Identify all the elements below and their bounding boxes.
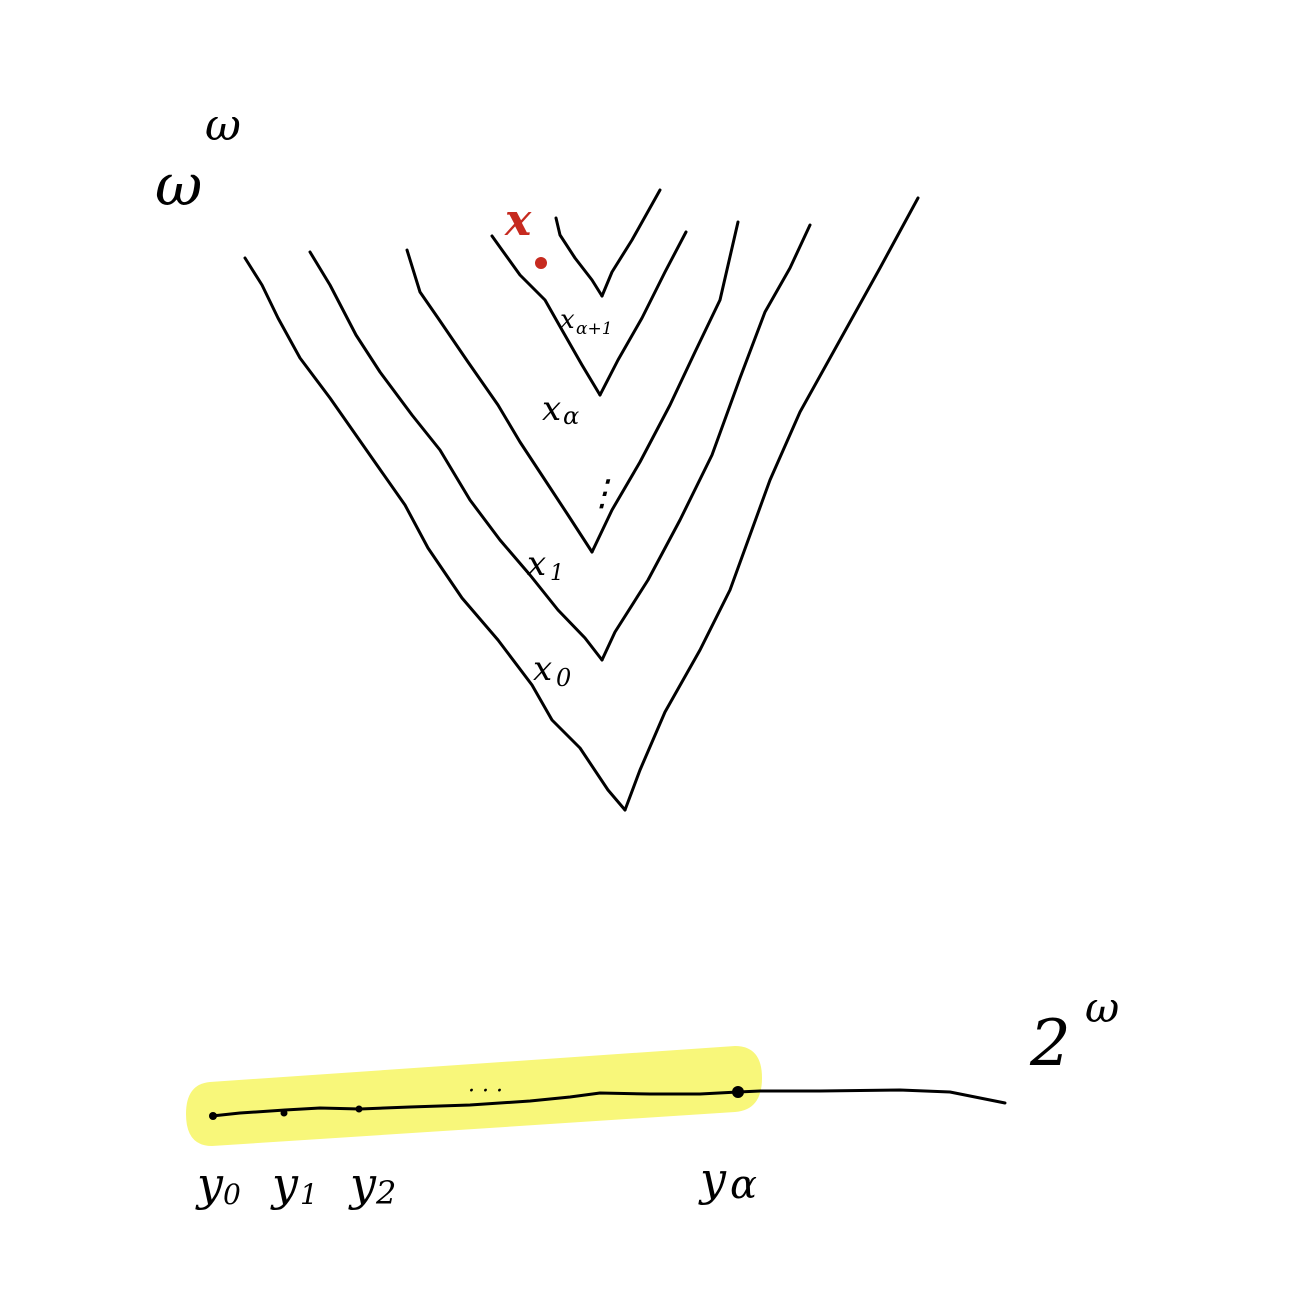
nested-cones: [243, 188, 920, 812]
label-x-0-base: x: [533, 649, 552, 689]
label-x-1: x 1: [527, 544, 564, 586]
baire-space-base: ω: [155, 151, 202, 219]
limit-point: x: [504, 195, 547, 269]
point-y2: [355, 1105, 363, 1113]
label-y-alpha: y α: [698, 1152, 757, 1208]
limit-point-label: x: [504, 195, 532, 246]
point-y-alpha: [732, 1086, 744, 1098]
label-x-1-sub: 1: [550, 561, 564, 586]
label-x-alpha-plus-1-sub: α+1: [576, 319, 613, 339]
label-y-alpha-base: y: [698, 1152, 727, 1206]
cantor-space-label: 2 ω: [1029, 983, 1119, 1081]
cone-x0-right: [600, 223, 812, 662]
label-x-0: x 0: [533, 649, 571, 692]
cone-xalpha-left: [490, 234, 602, 397]
cone-x1-left: [405, 248, 594, 554]
cantor-line: [210, 1088, 1007, 1118]
label-x-alpha-base: x: [542, 389, 561, 429]
cone-xalpha-right: [598, 230, 688, 397]
cantor-line-group: · · ·: [186, 1046, 1007, 1146]
horizontal-ellipsis: · · ·: [468, 1079, 503, 1104]
cantor-space-base: 2: [1029, 1007, 1071, 1081]
label-y-1-base: y: [270, 1157, 299, 1211]
baire-space-exponent: ω: [205, 100, 241, 151]
cone-xalpha1-right: [600, 188, 662, 298]
label-y-0-sub: 0: [223, 1178, 241, 1211]
baire-space-label: ω ω: [155, 100, 241, 219]
label-y-2: y 2: [348, 1157, 396, 1212]
label-y-alpha-sub: α: [730, 1162, 757, 1208]
point-y1: [280, 1109, 288, 1117]
cone-x0-left: [308, 250, 604, 662]
limit-point-dot: [535, 257, 547, 269]
label-y-2-base: y: [348, 1157, 377, 1211]
initial-segment-highlight: [186, 1046, 762, 1146]
cantor-space-exponent: ω: [1085, 983, 1119, 1032]
cone-x1-right: [590, 220, 740, 554]
cone-root-left: [243, 256, 627, 812]
label-x-alpha: x α: [542, 389, 579, 430]
label-y-0: y 0: [195, 1157, 241, 1211]
label-x-1-base: x: [527, 544, 546, 584]
cone-root-right: [623, 196, 920, 812]
label-x-alpha-sub: α: [563, 402, 579, 430]
cone-labels: x α+1 x α ⋮ x 1 x 0: [527, 305, 620, 692]
cone-xalpha1-left: [554, 216, 604, 298]
label-y-1-sub: 1: [300, 1178, 318, 1211]
cantor-point-labels: y 0 y 1 y 2 y α: [195, 1152, 757, 1212]
label-y-1: y 1: [270, 1157, 318, 1211]
label-x-0-sub: 0: [556, 664, 571, 692]
label-x-alpha-plus-1-base: x: [560, 305, 575, 335]
vertical-ellipsis: ⋮: [584, 473, 620, 514]
point-y0: [209, 1112, 217, 1120]
label-y-0-base: y: [195, 1157, 224, 1211]
label-x-alpha-plus-1: x α+1: [560, 305, 613, 339]
label-y-2-sub: 2: [375, 1174, 396, 1212]
